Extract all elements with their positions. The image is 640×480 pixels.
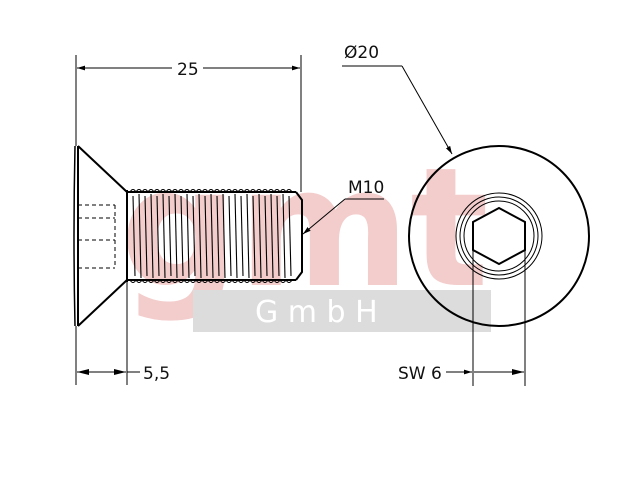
diameter-callout: Ø20 [342,43,453,155]
wrench-size-label: SW 6 [398,364,442,384]
thread-callout: M10 [302,178,384,235]
diameter-label: Ø20 [344,43,379,63]
watermark-company: G m b H [255,295,378,330]
length-label: 25 [177,60,199,80]
watermark-band [193,290,491,332]
length-dimension: 25 [75,55,302,192]
head-height-label: 5,5 [143,364,170,384]
head-height-dimension: 5,5 [75,282,170,385]
thread-lines [132,193,292,279]
thread-label: M10 [348,178,384,198]
screw-head-top-view [408,145,590,327]
wrench-size-dimension: SW 6 [398,250,526,386]
screw-side-view [73,145,303,327]
